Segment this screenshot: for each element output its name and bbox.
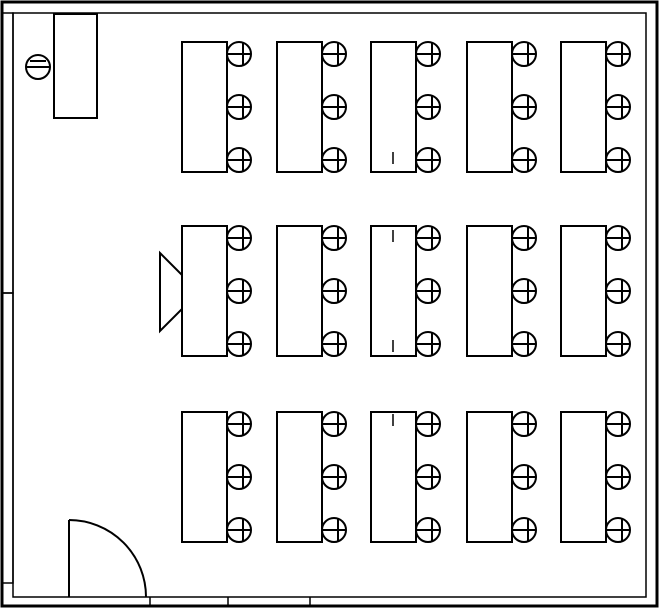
- chair-icon: [605, 94, 631, 120]
- student-desk: [466, 411, 513, 543]
- chair-icon: [415, 147, 441, 173]
- student-desk: [560, 41, 607, 173]
- chair-icon: [415, 411, 441, 437]
- chair-icon: [226, 411, 252, 437]
- chair-icon: [511, 147, 537, 173]
- teacher-desk: [53, 13, 98, 119]
- window-frame-left: [1, 12, 14, 294]
- chair-icon: [415, 331, 441, 357]
- chair-icon: [511, 331, 537, 357]
- chair-icon: [605, 278, 631, 304]
- chair-icon: [226, 331, 252, 357]
- chair-icon: [415, 94, 441, 120]
- chair-icon: [321, 464, 347, 490]
- student-desk: [181, 41, 228, 173]
- chair-icon: [321, 94, 347, 120]
- chair-icon: [321, 411, 347, 437]
- chair-icon: [605, 517, 631, 543]
- student-desk: [466, 225, 513, 357]
- chair-icon: [605, 331, 631, 357]
- chair-icon: [605, 225, 631, 251]
- chair-icon: [415, 41, 441, 67]
- student-desk: [181, 411, 228, 543]
- chair-icon: [226, 278, 252, 304]
- chair-icon: [511, 278, 537, 304]
- chair-icon: [415, 225, 441, 251]
- chair-icon: [321, 278, 347, 304]
- chair-icon: [226, 94, 252, 120]
- chair-icon: [415, 278, 441, 304]
- teacher-chair-icon: [25, 54, 51, 80]
- chair-icon: [605, 464, 631, 490]
- student-desk: [560, 225, 607, 357]
- chair-icon: [511, 41, 537, 67]
- chair-icon: [321, 517, 347, 543]
- chair-icon: [511, 464, 537, 490]
- door-swing-icon: [68, 519, 147, 598]
- chair-icon: [321, 225, 347, 251]
- chair-icon: [415, 464, 441, 490]
- chair-icon: [605, 41, 631, 67]
- chair-icon: [415, 517, 441, 543]
- student-desk: [560, 411, 607, 543]
- student-desk: [276, 411, 323, 543]
- student-desk: [276, 225, 323, 357]
- student-desk: [370, 411, 417, 543]
- chair-icon: [226, 225, 252, 251]
- student-desk: [181, 225, 228, 357]
- chair-icon: [226, 41, 252, 67]
- chair-icon: [511, 225, 537, 251]
- chair-icon: [511, 94, 537, 120]
- chair-icon: [226, 517, 252, 543]
- chair-icon: [321, 331, 347, 357]
- chair-icon: [511, 517, 537, 543]
- chair-icon: [226, 464, 252, 490]
- desk-grid: [181, 41, 631, 543]
- chair-icon: [605, 147, 631, 173]
- chair-icon: [321, 147, 347, 173]
- chair-icon: [511, 411, 537, 437]
- student-desk: [276, 41, 323, 173]
- chair-icon: [605, 411, 631, 437]
- chair-icon: [226, 147, 252, 173]
- student-desk: [370, 225, 417, 357]
- student-desk: [370, 41, 417, 173]
- window-frame-left-lower: [1, 292, 14, 584]
- teacher-desk-group: [25, 13, 98, 119]
- student-desk: [466, 41, 513, 173]
- chair-icon: [321, 41, 347, 67]
